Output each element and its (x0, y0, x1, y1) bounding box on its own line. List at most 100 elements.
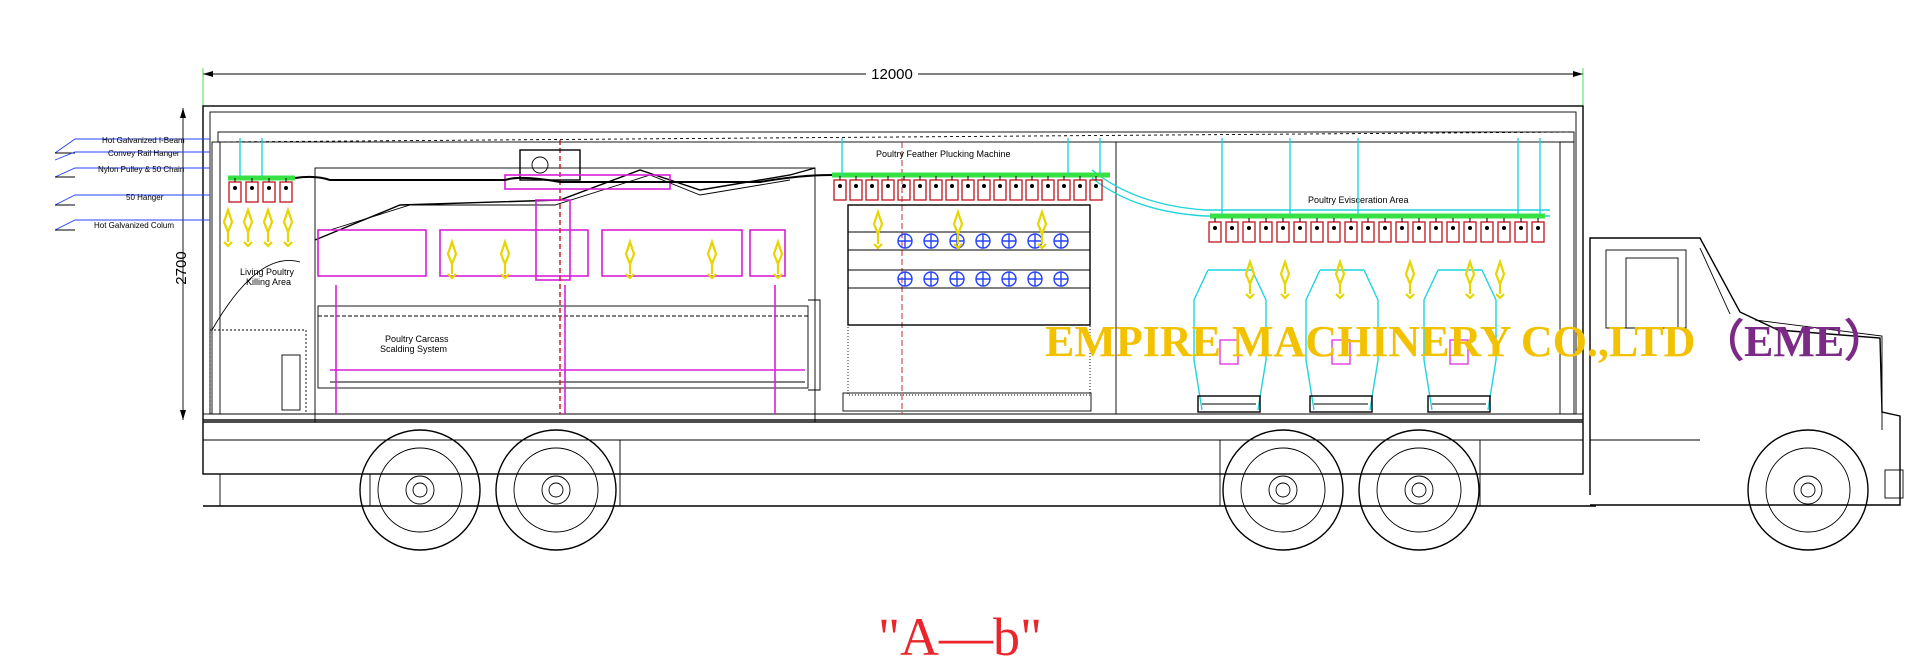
length-dimension-label: 12000 (871, 66, 913, 83)
shackle (849, 176, 863, 201)
svg-text:Hot Galvanized I-Beam: Hot Galvanized I-Beam (102, 136, 185, 145)
plucker-disc (923, 233, 939, 249)
wheel (1358, 429, 1480, 551)
carcass (772, 238, 784, 280)
shackle (1463, 218, 1477, 243)
shackle (228, 178, 242, 203)
plucker-disc (1001, 271, 1017, 287)
carcass (1036, 208, 1048, 250)
killing-area-label-2: Killing Area (246, 277, 291, 287)
height-dimension-label: 2700 (173, 251, 190, 284)
container-body (202, 105, 1584, 423)
plucker-disc (1001, 233, 1017, 249)
killing-area-label-1: Living Poultry (240, 267, 295, 277)
shackle (1089, 176, 1103, 201)
shackle (1310, 218, 1324, 243)
shackle (1276, 218, 1290, 243)
svg-text:Hot Galvanized Colum: Hot Galvanized Colum (94, 221, 174, 230)
length-dimension: 12000 (202, 64, 1584, 106)
plucker-disc (975, 271, 991, 287)
legend-callout-hanger: 50 Hanger (54, 193, 210, 206)
shackle (1429, 218, 1443, 243)
shackle (1514, 218, 1528, 243)
shackle (1395, 218, 1409, 243)
shackle (913, 176, 927, 201)
plucker-disc (949, 271, 965, 287)
carcass (1494, 258, 1506, 300)
shackle (929, 176, 943, 201)
evisceration-worker (1193, 269, 1267, 413)
shackle (961, 176, 975, 201)
truck-chassis (202, 421, 1596, 507)
plucker-disc (1053, 271, 1069, 287)
legend-callout-rail-hanger: Convey Rail Hanger (54, 149, 210, 161)
evisceration-worker (1423, 269, 1497, 413)
shackle (865, 176, 879, 201)
shackle (1073, 176, 1087, 201)
shackle (1259, 218, 1273, 243)
shackle (945, 176, 959, 201)
shackle (897, 176, 911, 201)
carcass (1404, 258, 1416, 300)
shackle (1057, 176, 1071, 201)
plucking-machine: Poultry Feather Plucking Machine (842, 149, 1092, 412)
overhead-rails (228, 172, 1545, 219)
carcass (706, 238, 718, 280)
svg-text:Nylon Pulley & 50 Chain: Nylon Pulley & 50 Chain (98, 165, 184, 174)
legend-callout-pulley-chain: Nylon Pulley & 50 Chain (54, 165, 210, 178)
shackle (1497, 218, 1511, 243)
carcass (624, 238, 636, 280)
svg-text:Convey Rail Hanger: Convey Rail Hanger (108, 149, 180, 158)
view-label: "A—b" (878, 607, 1042, 667)
plucker-disc (897, 233, 913, 249)
killing-area: Living Poultry Killing Area (209, 260, 307, 415)
shackle (977, 176, 991, 201)
shackle (1225, 218, 1239, 243)
shackle (1208, 218, 1222, 243)
wheel (359, 429, 481, 551)
plucker-disc (923, 271, 939, 287)
shackle (262, 178, 276, 203)
shackle (1009, 176, 1023, 201)
carcass (222, 206, 234, 248)
shackle (1327, 218, 1341, 243)
shackle (245, 178, 259, 203)
carcass (446, 238, 458, 280)
scalding-label-1: Poultry Carcass (385, 334, 449, 344)
carcass (499, 238, 511, 280)
truck-wheels (359, 429, 1869, 551)
plucking-machine-label: Poultry Feather Plucking Machine (876, 149, 1011, 159)
shackle (1378, 218, 1392, 243)
carcass (952, 208, 964, 250)
evisceration-workers (1193, 269, 1497, 413)
carcass (872, 208, 884, 250)
shackle (1361, 218, 1375, 243)
wheel (1747, 429, 1869, 551)
shackle (1344, 218, 1358, 243)
shackle (881, 176, 895, 201)
shackle (1480, 218, 1494, 243)
watermark-company: EMPIRE MACHINERY CO.,LTD (1045, 317, 1695, 366)
carcass (1279, 258, 1291, 300)
carcass (242, 206, 254, 248)
carcass (262, 206, 274, 248)
shackle (1041, 176, 1055, 201)
shackle (1293, 218, 1307, 243)
shackle (1412, 218, 1426, 243)
plucker-disc (975, 233, 991, 249)
carcass (1334, 258, 1346, 300)
scalding-label-2: Scalding System (380, 344, 447, 354)
shackle (1531, 218, 1545, 243)
shackle (1242, 218, 1256, 243)
plucker-disc (1027, 271, 1043, 287)
height-dimension: 2700 (173, 108, 190, 420)
legend-callouts: Hot Galvanized I-Beam Convey Rail Hanger… (54, 136, 210, 231)
rail-hangers (239, 138, 1541, 214)
shackle (1025, 176, 1039, 201)
svg-text:50 Hanger: 50 Hanger (126, 193, 164, 202)
shackle (833, 176, 847, 201)
legend-callout-column: Hot Galvanized Colum (54, 219, 210, 231)
watermark-abbrev: （EME） (1700, 317, 1888, 366)
evisceration-area: Poultry Evisceration Area (1091, 169, 1550, 413)
